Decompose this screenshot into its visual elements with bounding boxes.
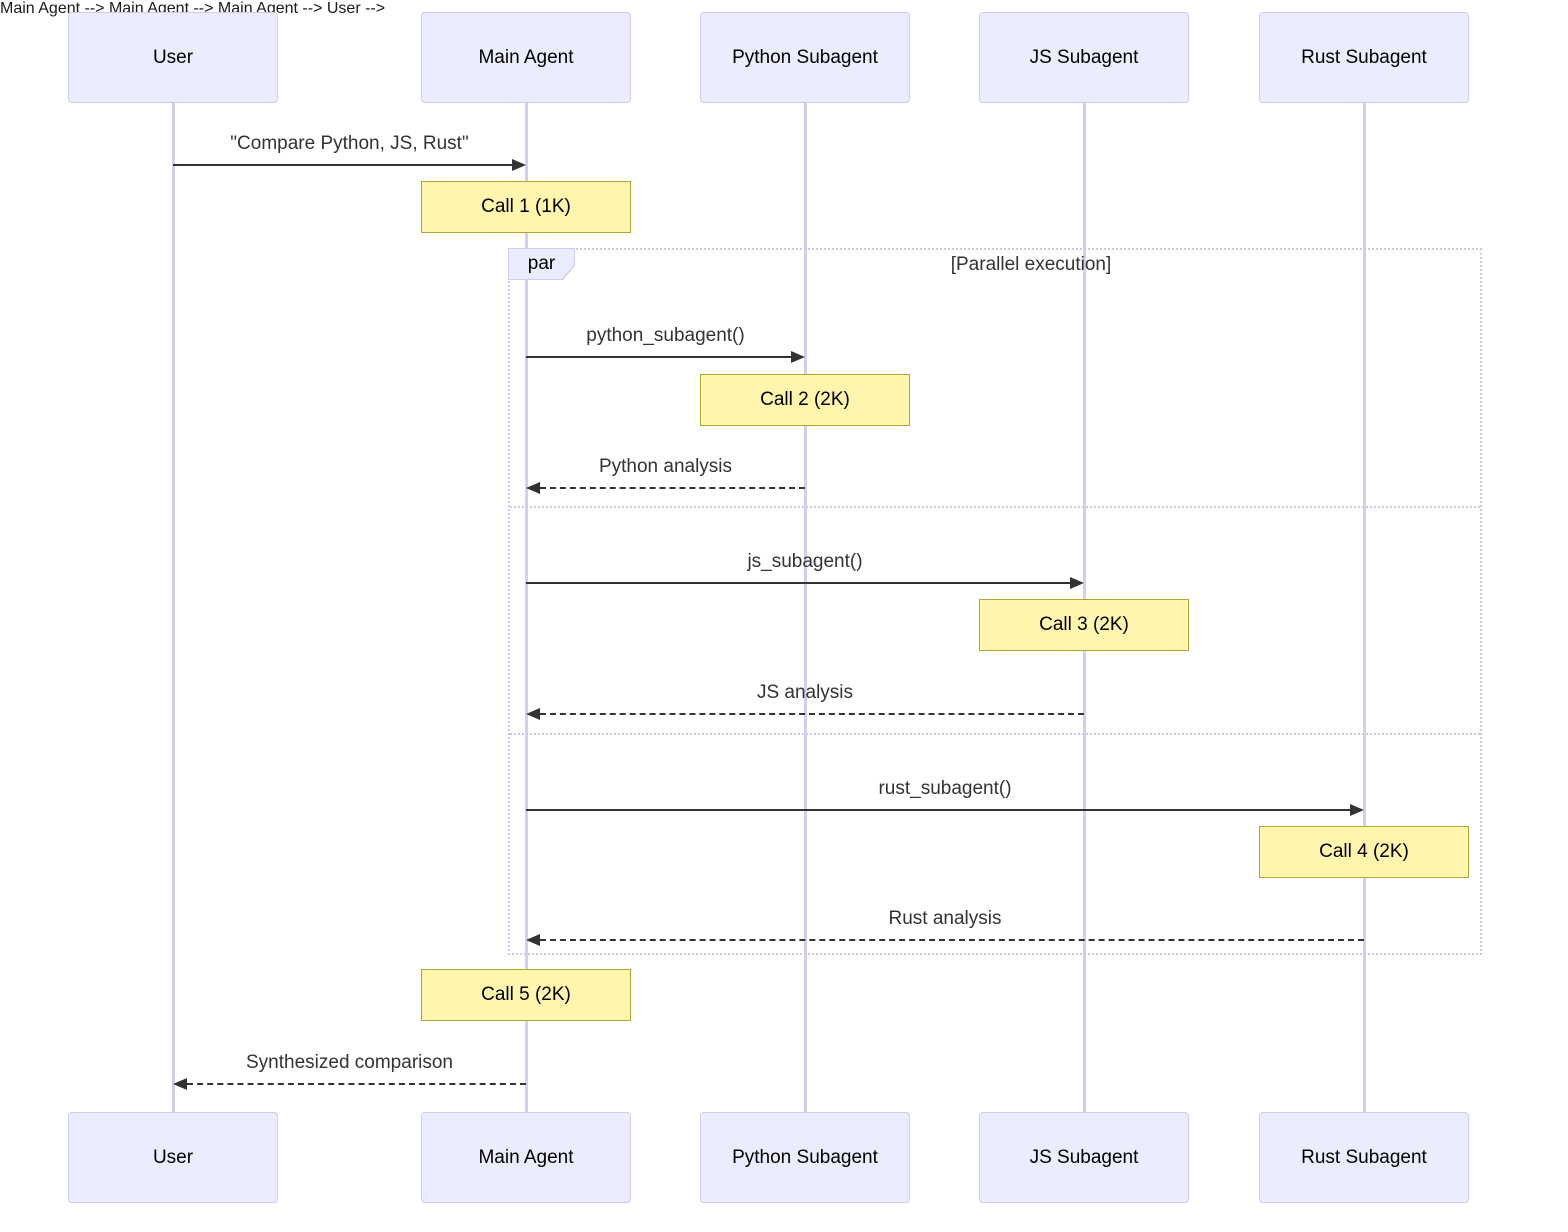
actor-js-subagent-bottom: JS Subagent: [979, 1112, 1189, 1203]
actor-user-top: User: [68, 12, 278, 103]
msg-synthesized-label: Synthesized comparison: [246, 1052, 453, 1073]
msg-synthesized-line: [187, 1083, 526, 1085]
par-divider: [510, 506, 1480, 508]
actor-js-subagent-top: JS Subagent: [979, 12, 1189, 103]
note-call-2: Call 2 (2K): [700, 374, 910, 426]
msg-rust-subagent-label: rust_subagent(): [878, 778, 1012, 799]
actor-user-bottom: User: [68, 1112, 278, 1203]
actor-python-subagent-bottom: Python Subagent: [700, 1112, 910, 1203]
lifeline-user: [171, 103, 175, 1112]
msg-rust-subagent-line: [526, 809, 1350, 811]
msg-js-subagent-line: [526, 582, 1070, 584]
msg-compare-line: [173, 164, 512, 166]
note-call-3: Call 3 (2K): [979, 599, 1189, 651]
msg-js-subagent-label: js_subagent(): [747, 551, 863, 572]
lifeline-main-agent: [524, 103, 528, 1112]
msg-python-analysis-label: Python analysis: [598, 456, 733, 477]
par-condition-label: [Parallel execution]: [950, 254, 1112, 275]
msg-js-analysis-label: JS analysis: [756, 682, 854, 703]
msg-rust-analysis-label: Rust analysis: [888, 908, 1002, 929]
msg-js-analysis-line: [540, 713, 1084, 715]
actor-rust-subagent-bottom: Rust Subagent: [1259, 1112, 1469, 1203]
msg-rust-analysis-line: [540, 939, 1364, 941]
arrowhead-left-icon: [526, 708, 540, 720]
note-call-4: Call 4 (2K): [1259, 826, 1469, 878]
lifeline-rust-subagent: [1362, 103, 1366, 1112]
par-frame: [508, 248, 1482, 955]
note-call-1: Call 1 (1K): [421, 181, 631, 233]
par-label-tab: par: [508, 248, 575, 280]
arrowhead-right-icon: [791, 351, 805, 363]
arrowhead-right-icon: [1350, 804, 1364, 816]
msg-python-subagent-label: python_subagent(): [586, 325, 745, 346]
msg-compare-label: "Compare Python, JS, Rust": [230, 133, 469, 154]
arrowhead-left-icon: [526, 482, 540, 494]
arrowhead-left-icon: [526, 934, 540, 946]
actor-main-agent-bottom: Main Agent: [421, 1112, 631, 1203]
msg-python-analysis-line: [540, 487, 805, 489]
note-call-5: Call 5 (2K): [421, 969, 631, 1021]
actor-rust-subagent-top: Rust Subagent: [1259, 12, 1469, 103]
actor-python-subagent-top: Python Subagent: [700, 12, 910, 103]
par-divider: [510, 733, 1480, 735]
arrowhead-right-icon: [1070, 577, 1084, 589]
actor-main-agent-top: Main Agent: [421, 12, 631, 103]
par-label: par: [509, 249, 574, 279]
arrowhead-left-icon: [173, 1078, 187, 1090]
lifeline-python-subagent: [803, 103, 807, 1112]
arrowhead-right-icon: [512, 159, 526, 171]
msg-python-subagent-line: [526, 356, 791, 358]
